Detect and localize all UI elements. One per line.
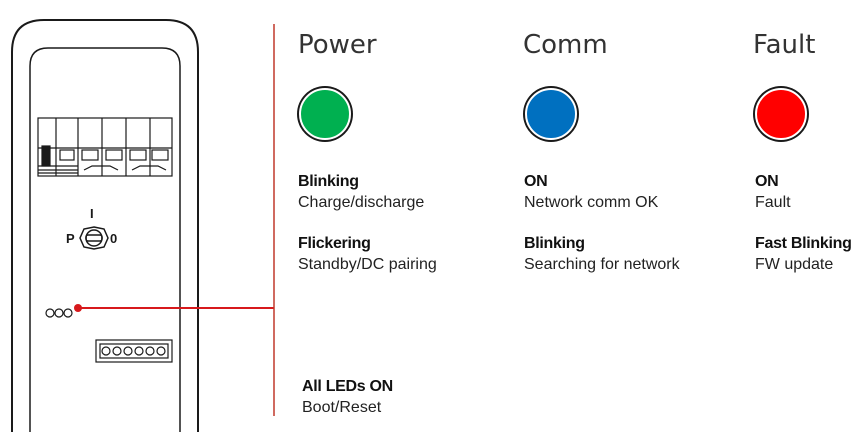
fault-led-icon	[755, 88, 807, 140]
comm-led-icon	[525, 88, 577, 140]
switch-label-i: I	[90, 206, 94, 221]
comm-state-2-desc: Searching for network	[524, 256, 680, 273]
device-housing	[11, 19, 199, 432]
power-state-1-title: Blinking	[298, 173, 359, 190]
comm-state-1-desc: Network comm OK	[524, 194, 659, 211]
connector-port	[95, 339, 173, 363]
fault-state-2-title: Fast Blinking	[755, 235, 852, 252]
fault-state-1-desc: Fault	[755, 194, 791, 211]
device-led-2	[54, 308, 64, 318]
device-led-1	[45, 308, 55, 318]
device-inner-panel	[29, 47, 181, 432]
switch-label-p: P	[66, 231, 75, 246]
rotary-switch-knob	[79, 226, 109, 250]
power-state-2-title: Flickering	[298, 235, 371, 252]
switch-label-0: 0	[110, 231, 117, 246]
device-illustration: I P 0	[11, 19, 275, 432]
comm-title: Comm	[523, 30, 608, 60]
pointer-dot	[74, 304, 82, 312]
power-state-2-desc: Standby/DC pairing	[298, 256, 437, 273]
breaker-block	[37, 117, 173, 177]
device-led-dots	[45, 308, 73, 318]
power-state-1-desc: Charge/discharge	[298, 194, 425, 211]
power-led-icon	[299, 88, 351, 140]
device-led-3	[63, 308, 73, 318]
all-leds-title: All LEDs ON	[302, 378, 393, 395]
fault-state-2-desc: FW update	[755, 256, 834, 273]
comm-state-1-title: ON	[524, 173, 548, 190]
fault-state-1-title: ON	[755, 173, 779, 190]
fault-title: Fault	[753, 30, 816, 60]
comm-state-2-title: Blinking	[524, 235, 585, 252]
power-title: Power	[298, 30, 377, 60]
all-leds-desc: Boot/Reset	[302, 399, 382, 416]
